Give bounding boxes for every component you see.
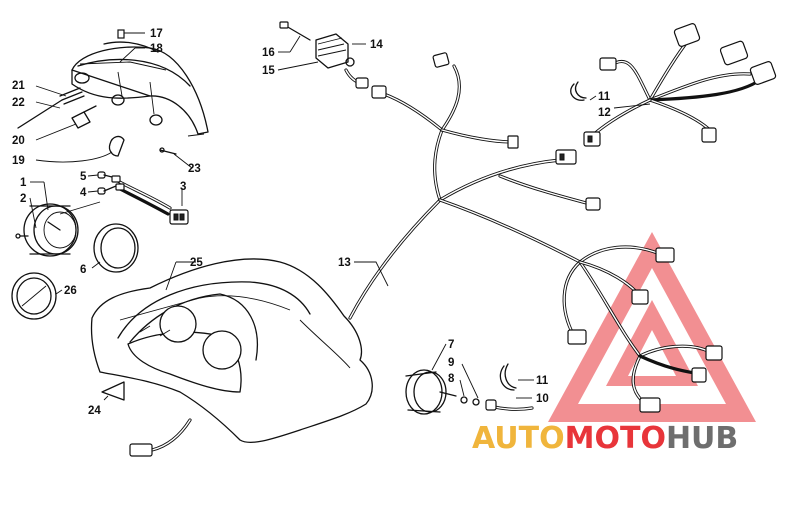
callout-2: 2 [20,193,26,205]
warning-decal [101,381,125,401]
gauge-lens [11,272,57,320]
callout-19: 19 [12,155,25,167]
callout-18: 18 [150,43,163,55]
watermark-hub: HUB [666,421,738,456]
callout-10: 10 [536,393,549,405]
clip-part-17 [117,29,125,39]
callout-11-top: 11 [598,91,611,103]
headlight-assembly-icon [71,41,209,135]
callout-24: 24 [88,405,101,417]
callout-17: 17 [150,28,163,40]
watermark-moto: MOTO [565,421,666,456]
sub-harness-12 [583,23,777,147]
bulb-pigtail [97,171,189,225]
callout-11-lower: 11 [536,375,549,387]
pin-part-23 [159,147,177,155]
callout-labels: 17 18 21 22 20 19 23 1 2 5 4 3 6 26 25 2… [12,28,611,417]
speedometer-gauge-icon [15,203,79,257]
callout-15: 15 [262,65,275,77]
speedo-opening [202,330,242,370]
lower-harness [562,245,723,413]
console-connector [129,443,153,457]
callout-12: 12 [598,107,611,119]
triple-connector [673,23,777,85]
callout-1: 1 [20,177,27,189]
callout-21: 21 [12,80,25,92]
watermark-text: AUTOMOTOHUB [472,421,738,456]
callout-25: 25 [190,257,203,269]
wire-clip-lower [499,363,517,391]
elbow-boot [108,135,125,157]
dash-console-icon [90,258,373,443]
wire-clip-top [570,81,587,101]
callout-6: 6 [80,264,86,276]
callout-7: 7 [448,339,454,351]
watermark-auto: AUTO [472,421,565,456]
bezel-ring [93,223,139,273]
tach-opening [159,305,197,343]
callout-23: 23 [188,163,201,175]
bulb-socket [71,105,97,129]
callout-16: 16 [262,47,275,59]
callout-22: 22 [12,97,25,109]
callout-20: 20 [12,135,25,147]
callout-3: 3 [180,181,186,193]
callout-8: 8 [448,373,455,385]
callout-13: 13 [338,257,351,269]
relay-module [279,21,355,69]
callout-4: 4 [80,187,87,199]
tachometer-gauge-icon [405,369,480,415]
callout-14: 14 [370,39,383,51]
callout-9: 9 [448,357,454,369]
callout-5: 5 [80,171,87,183]
callout-26: 26 [64,285,77,297]
adjuster-screw [17,85,85,129]
wiring-harness-icon [348,52,601,320]
